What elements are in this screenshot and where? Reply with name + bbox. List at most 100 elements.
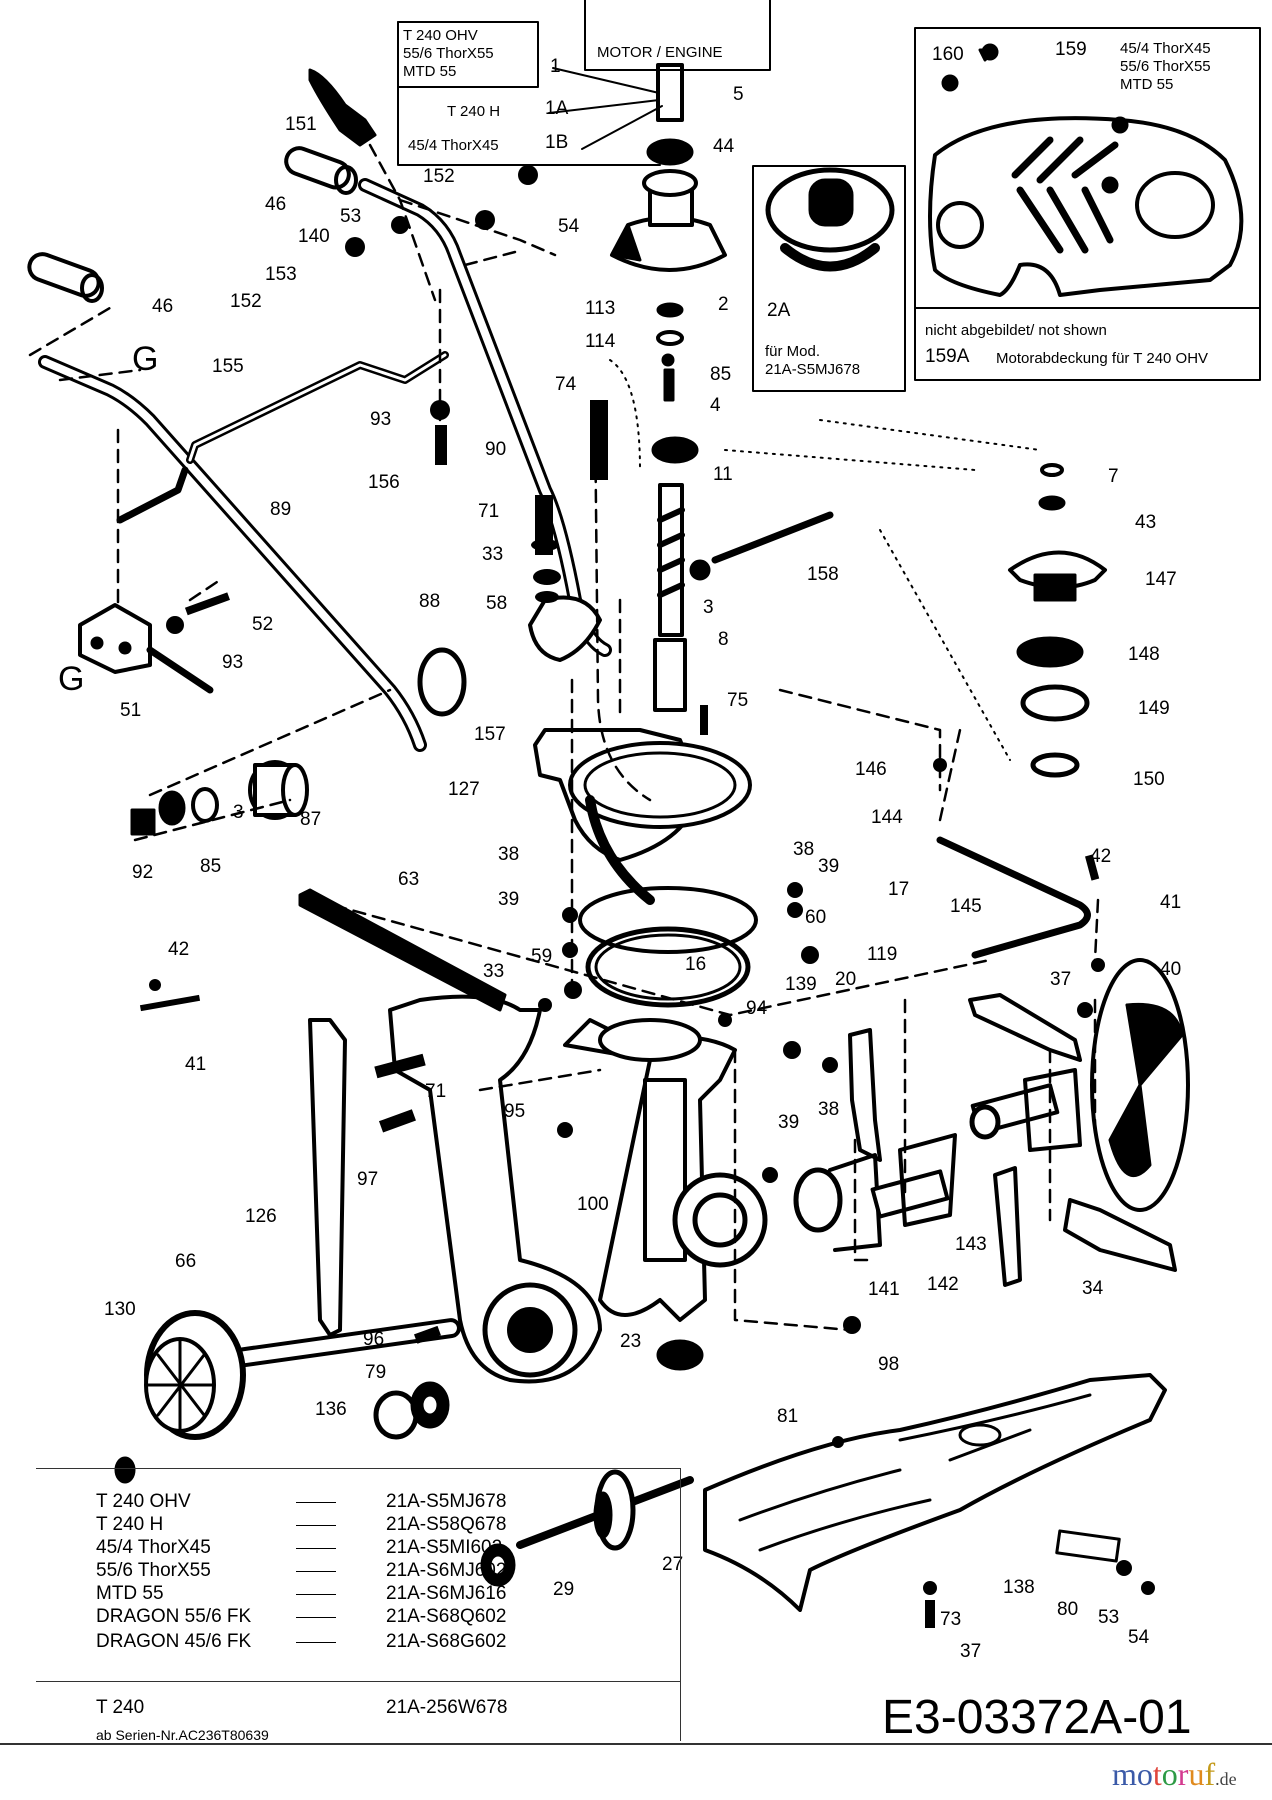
part-callout-142: 142	[927, 1274, 959, 1295]
part-callout-75: 75	[727, 690, 748, 711]
model-code: 21A-S68Q602	[386, 1606, 507, 1627]
part-callout-94: 94	[746, 998, 768, 1019]
gear-11	[651, 436, 699, 464]
model-code: 21A-S6MJ602	[386, 1560, 507, 1581]
part-callout-38: 38	[498, 844, 519, 865]
part-callout-5: 5	[733, 84, 744, 105]
dash	[296, 1525, 336, 1526]
pulley-2a-sketch	[765, 167, 895, 272]
part-callout-42: 42	[1090, 846, 1111, 867]
part-callout-3: 3	[233, 802, 244, 823]
tine-34	[1063, 1198, 1177, 1272]
cover-model-line: 45/4 ThorX45	[1120, 40, 1211, 57]
part-callout-153: 153	[265, 264, 297, 285]
part-callout-4: 4	[710, 395, 721, 416]
part-callout-33: 33	[483, 961, 504, 982]
cover-part-160: 160	[932, 44, 964, 65]
part-callout-148: 148	[1128, 644, 1160, 665]
part-callout-95: 95	[504, 1101, 525, 1122]
part-callout-79: 79	[365, 1362, 386, 1383]
bottom-rule	[0, 1743, 1272, 1745]
bar-63	[298, 888, 507, 1012]
serial-note: ab Serien-Nr.AC236T80639	[96, 1727, 269, 1743]
part-callout-136: 136	[315, 1399, 347, 1420]
model-code: 21A-S68G602	[386, 1631, 507, 1652]
part-callout-7: 7	[1108, 466, 1119, 487]
model-code: 21A-S5MJ678	[386, 1491, 507, 1512]
part-callout-80: 80	[1057, 1599, 1078, 1620]
part-callout-60: 60	[805, 907, 826, 928]
part1b-number: 1B	[545, 132, 569, 153]
bolt-158	[711, 511, 834, 564]
part-callout-119: 119	[867, 944, 897, 965]
part-callout-37: 37	[1050, 969, 1071, 990]
not-shown-desc: Motorabdeckung für T 240 OHV	[996, 350, 1209, 367]
part1-model-line: 55/6 ThorX55	[403, 45, 494, 62]
part1-model-line: T 240 OHV	[403, 27, 478, 44]
part-callout-53: 53	[340, 206, 361, 227]
model-name: T 240 H	[96, 1514, 164, 1535]
part-callout-139: 139	[785, 974, 817, 995]
model-name: T 240	[96, 1697, 145, 1718]
part-callout-52: 52	[252, 614, 273, 635]
part1b-model: 45/4 ThorX45	[408, 137, 499, 154]
hub-87	[248, 760, 309, 820]
disc-40	[1090, 958, 1190, 1212]
block-51	[78, 603, 214, 694]
part-callout-140: 140	[298, 226, 330, 247]
part-callout-G: G	[132, 340, 158, 378]
dash	[296, 1548, 336, 1549]
hub-143	[969, 1068, 1082, 1152]
part-callout-141: 141	[868, 1279, 900, 1300]
logo-letter: o	[1136, 1756, 1153, 1792]
grip-46-left	[27, 252, 104, 303]
hub-142	[870, 1133, 957, 1227]
logo-text: motoruf	[1112, 1756, 1215, 1793]
part-callout-71: 71	[478, 501, 499, 522]
dash	[296, 1617, 336, 1618]
part-callout-23: 23	[620, 1331, 641, 1352]
part-callout-90: 90	[485, 439, 506, 460]
part-callout-66: 66	[175, 1251, 196, 1272]
part1-models: T 240 OHV 55/6 ThorX55 MTD 55	[403, 27, 494, 81]
logo-letter: o	[1161, 1756, 1178, 1792]
part-callout-145: 145	[950, 896, 982, 917]
part-callout-41: 41	[185, 1054, 206, 1075]
part-callout-147: 147	[1145, 569, 1177, 590]
leg-126	[308, 1018, 347, 1337]
model-code: 21A-256W678	[386, 1697, 508, 1718]
inset-2a-note: für Mod. 21A-S5MJ678	[765, 343, 860, 379]
lower-housing-100	[563, 1018, 768, 1322]
part-callout-155: 155	[212, 356, 244, 377]
model-name: DRAGON 55/6 FK	[96, 1606, 252, 1627]
part1-number: 1	[550, 56, 561, 77]
model-name: T 240 OHV	[96, 1491, 191, 1512]
part-callout-41: 41	[1160, 892, 1181, 913]
part-callout-85: 85	[200, 856, 221, 877]
not-shown-part: 159A	[925, 346, 970, 367]
part-callout-63: 63	[398, 869, 419, 890]
cover-part-159: 159	[1055, 39, 1087, 60]
inset-2a-note-line2: 21A-S5MJ678	[765, 361, 861, 378]
logo-letter: f	[1204, 1756, 1216, 1792]
dash	[296, 1594, 336, 1595]
part-callout-71: 71	[425, 1081, 446, 1102]
part-callout-54: 54	[1128, 1627, 1150, 1648]
part-callout-39: 39	[778, 1112, 799, 1133]
part-callout-151: 151	[285, 114, 317, 135]
model-code: 21A-S6MJ616	[386, 1583, 507, 1604]
part-callout-85: 85	[710, 364, 731, 385]
part-callout-33: 33	[482, 544, 503, 565]
part-callout-138: 138	[1003, 1577, 1035, 1598]
part-callout-158: 158	[807, 564, 839, 585]
part-callout-89: 89	[270, 499, 291, 520]
part-callout-73: 73	[940, 1609, 961, 1630]
part-callout-34: 34	[1082, 1278, 1104, 1299]
part-callout-96: 96	[363, 1329, 384, 1350]
dash	[296, 1502, 336, 1503]
tine-upper	[968, 993, 1082, 1062]
model-name: 45/4 ThorX45	[96, 1537, 211, 1558]
table-separator	[36, 1681, 680, 1682]
cover-model-line: 55/6 ThorX55	[1120, 58, 1211, 75]
gasket-16	[585, 926, 751, 1008]
